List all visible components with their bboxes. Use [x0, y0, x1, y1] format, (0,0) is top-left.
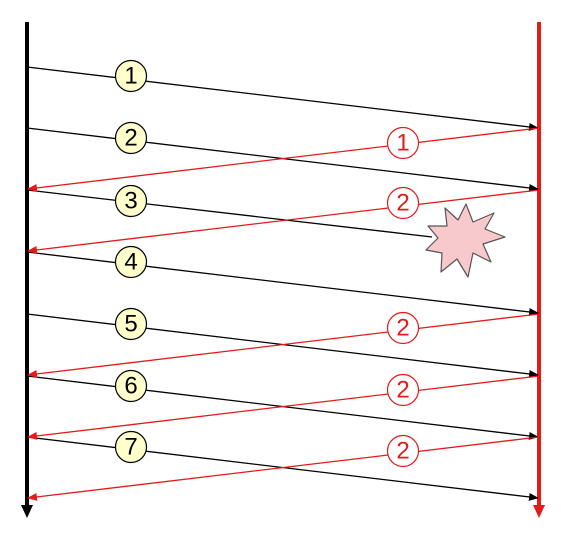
- ack-labels: 1 2 2 2 2: [386, 126, 420, 468]
- data-label-text-7: 7: [124, 433, 137, 460]
- data-arrow-4: [26, 251, 539, 316]
- data-label-text-2: 2: [124, 124, 137, 151]
- data-label-3: 3: [114, 184, 148, 218]
- ack-label-text-2: 2: [396, 189, 409, 216]
- data-label-4: 4: [114, 245, 148, 279]
- explosion-icon: [425, 203, 506, 278]
- data-label-text-6: 6: [124, 372, 137, 399]
- data-label-text-3: 3: [124, 187, 137, 214]
- ack-label-text-3: 2: [396, 314, 409, 341]
- ack-label-5: 2: [386, 434, 420, 468]
- data-label-text-5: 5: [124, 310, 137, 337]
- data-arrow-1: [26, 66, 539, 131]
- ack-label-4: 2: [386, 373, 420, 407]
- data-label-1: 1: [114, 59, 148, 93]
- ack-label-text-1: 1: [396, 129, 409, 156]
- ack-arrows: [27, 127, 540, 501]
- data-arrows: [26, 66, 539, 501]
- data-labels: 1 2 3 4 5 6 7: [114, 59, 148, 464]
- data-label-text-4: 4: [124, 248, 137, 275]
- data-label-6: 6: [114, 369, 148, 403]
- ack-arrow-3: [27, 313, 540, 378]
- sender-timeline-arrowhead: [21, 505, 33, 518]
- ack-label-3: 2: [386, 311, 420, 345]
- ack-label-1: 1: [386, 126, 420, 160]
- data-label-7: 7: [114, 430, 148, 464]
- ack-arrow-1: [27, 127, 540, 192]
- ack-label-2: 2: [386, 186, 420, 220]
- data-label-5: 5: [114, 307, 148, 341]
- data-label-2: 2: [114, 121, 148, 155]
- data-label-text-1: 1: [124, 62, 137, 89]
- ack-arrow-4: [27, 375, 540, 440]
- ack-arrow-5: [27, 436, 540, 501]
- receiver-timeline-arrowhead: [533, 505, 545, 518]
- ack-arrow-2: [27, 189, 540, 254]
- ack-label-text-5: 2: [396, 437, 409, 464]
- data-arrow-3-lost: [26, 189, 433, 238]
- ack-label-text-4: 2: [396, 376, 409, 403]
